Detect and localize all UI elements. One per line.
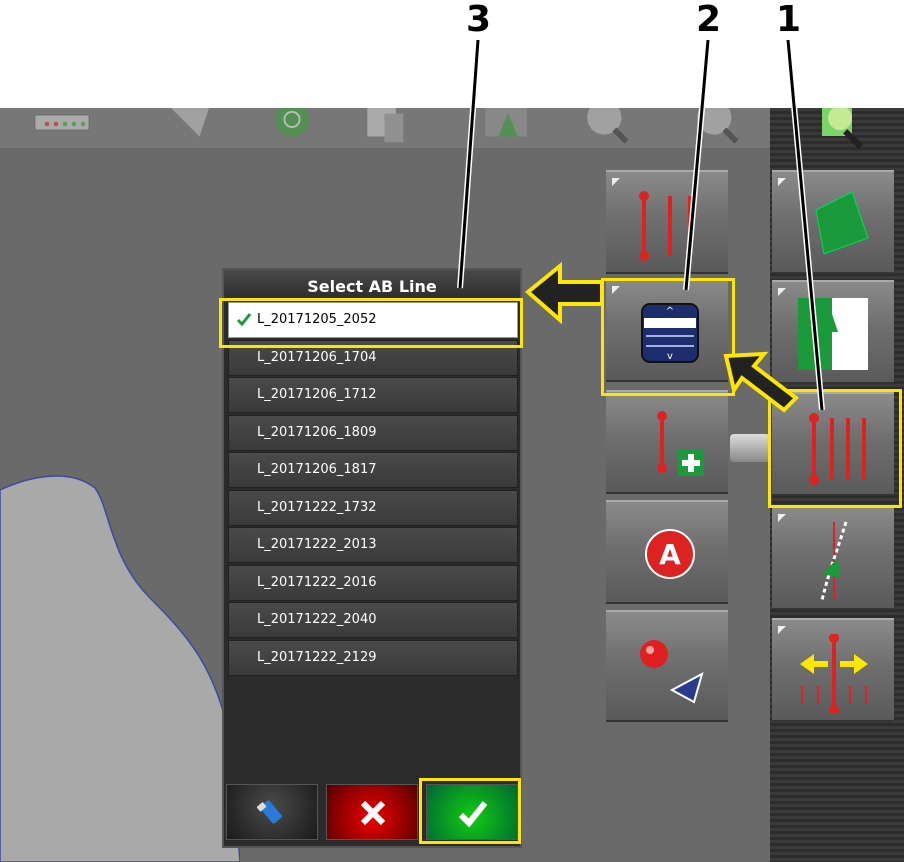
grid-icon[interactable] (478, 108, 538, 146)
callout-2: 2 (696, 0, 722, 40)
callout-arrow-diagonal (723, 351, 800, 413)
svg-text:v: v (667, 351, 673, 362)
cube-icon[interactable] (362, 108, 422, 146)
arrow-icon[interactable] (160, 108, 220, 146)
add-line-icon (657, 411, 704, 476)
tree-field-button[interactable] (772, 280, 894, 384)
shift-line-icon (800, 634, 868, 714)
top-toolbar (0, 108, 770, 148)
list-item[interactable]: L_20171222_2040 (228, 602, 518, 638)
list-item[interactable]: L_20171206_1809 (228, 414, 518, 451)
callout-3: 3 (466, 0, 492, 40)
list-item[interactable]: L_20171205_2052 (228, 302, 518, 338)
close-icon (360, 800, 386, 826)
list-item[interactable]: L_20171222_2129 (228, 639, 518, 676)
list-item[interactable]: L_20171222_2016 (228, 564, 518, 601)
check-icon (237, 313, 251, 326)
status-icon[interactable] (32, 108, 92, 146)
list-item-label: L_20171206_1809 (257, 424, 377, 440)
ab-lines-button[interactable] (772, 392, 894, 496)
highlight-selected-line (219, 298, 523, 348)
guidance-lines-button[interactable] (606, 170, 728, 274)
highlight-list-button (601, 278, 735, 396)
list-scroll-button[interactable]: ^ v (606, 278, 728, 382)
list-item-label: L_20171222_2129 (257, 649, 377, 665)
gps-icon[interactable] (262, 108, 322, 146)
point-a-button[interactable]: A (606, 500, 728, 604)
zoom-in-icon[interactable] (580, 108, 640, 146)
ab-lines-icon (809, 413, 866, 485)
highlight-ab-lines-button (768, 389, 902, 508)
cancel-button[interactable] (326, 784, 418, 840)
map-search-icon[interactable] (812, 108, 872, 154)
list-item-label: L_20171206_1712 (257, 387, 377, 402)
mark-point-icon (640, 640, 704, 704)
list-scroll-icon: ^ v (641, 303, 699, 363)
usb-icon (257, 800, 282, 824)
list-item-label: L_20171222_1732 (257, 499, 377, 515)
curve-guidance-icon (820, 521, 848, 601)
field-button[interactable] (772, 170, 894, 274)
list-item[interactable]: L_20171222_1732 (228, 489, 518, 526)
list-item[interactable]: L_20171222_2013 (228, 527, 518, 563)
field-boundary (0, 475, 240, 862)
list-item-label: L_20171205_2052 (257, 312, 377, 327)
list-item-label: L_20171206_1704 (257, 349, 377, 365)
panel-connector (730, 434, 770, 462)
point-a-icon: A (645, 529, 695, 579)
guidance-screen: ^ v A (0, 108, 904, 862)
check-icon (458, 801, 488, 828)
list-item[interactable]: L_20171206_1817 (228, 452, 518, 488)
svg-text:A: A (659, 538, 681, 571)
callout-arrow-left (524, 262, 604, 324)
field-icon (815, 191, 869, 255)
highlight-confirm-button (419, 778, 521, 844)
panel-title: Select AB Line (224, 270, 520, 302)
svg-text:^: ^ (666, 306, 674, 317)
shift-line-button[interactable] (772, 618, 894, 722)
list-item[interactable]: L_20171206_1712 (228, 377, 518, 413)
callout-1: 1 (776, 0, 802, 40)
list-item-label: L_20171222_2016 (257, 574, 377, 590)
list-item-label: L_20171222_2013 (257, 537, 377, 552)
mark-point-button[interactable] (606, 610, 728, 722)
list-item-label: L_20171206_1817 (257, 462, 377, 477)
list-item-label: L_20171222_2040 (257, 612, 377, 627)
zoom-out-icon[interactable] (690, 108, 750, 146)
add-line-button[interactable] (606, 390, 728, 494)
confirm-button[interactable] (426, 784, 518, 840)
usb-button[interactable] (226, 784, 318, 840)
